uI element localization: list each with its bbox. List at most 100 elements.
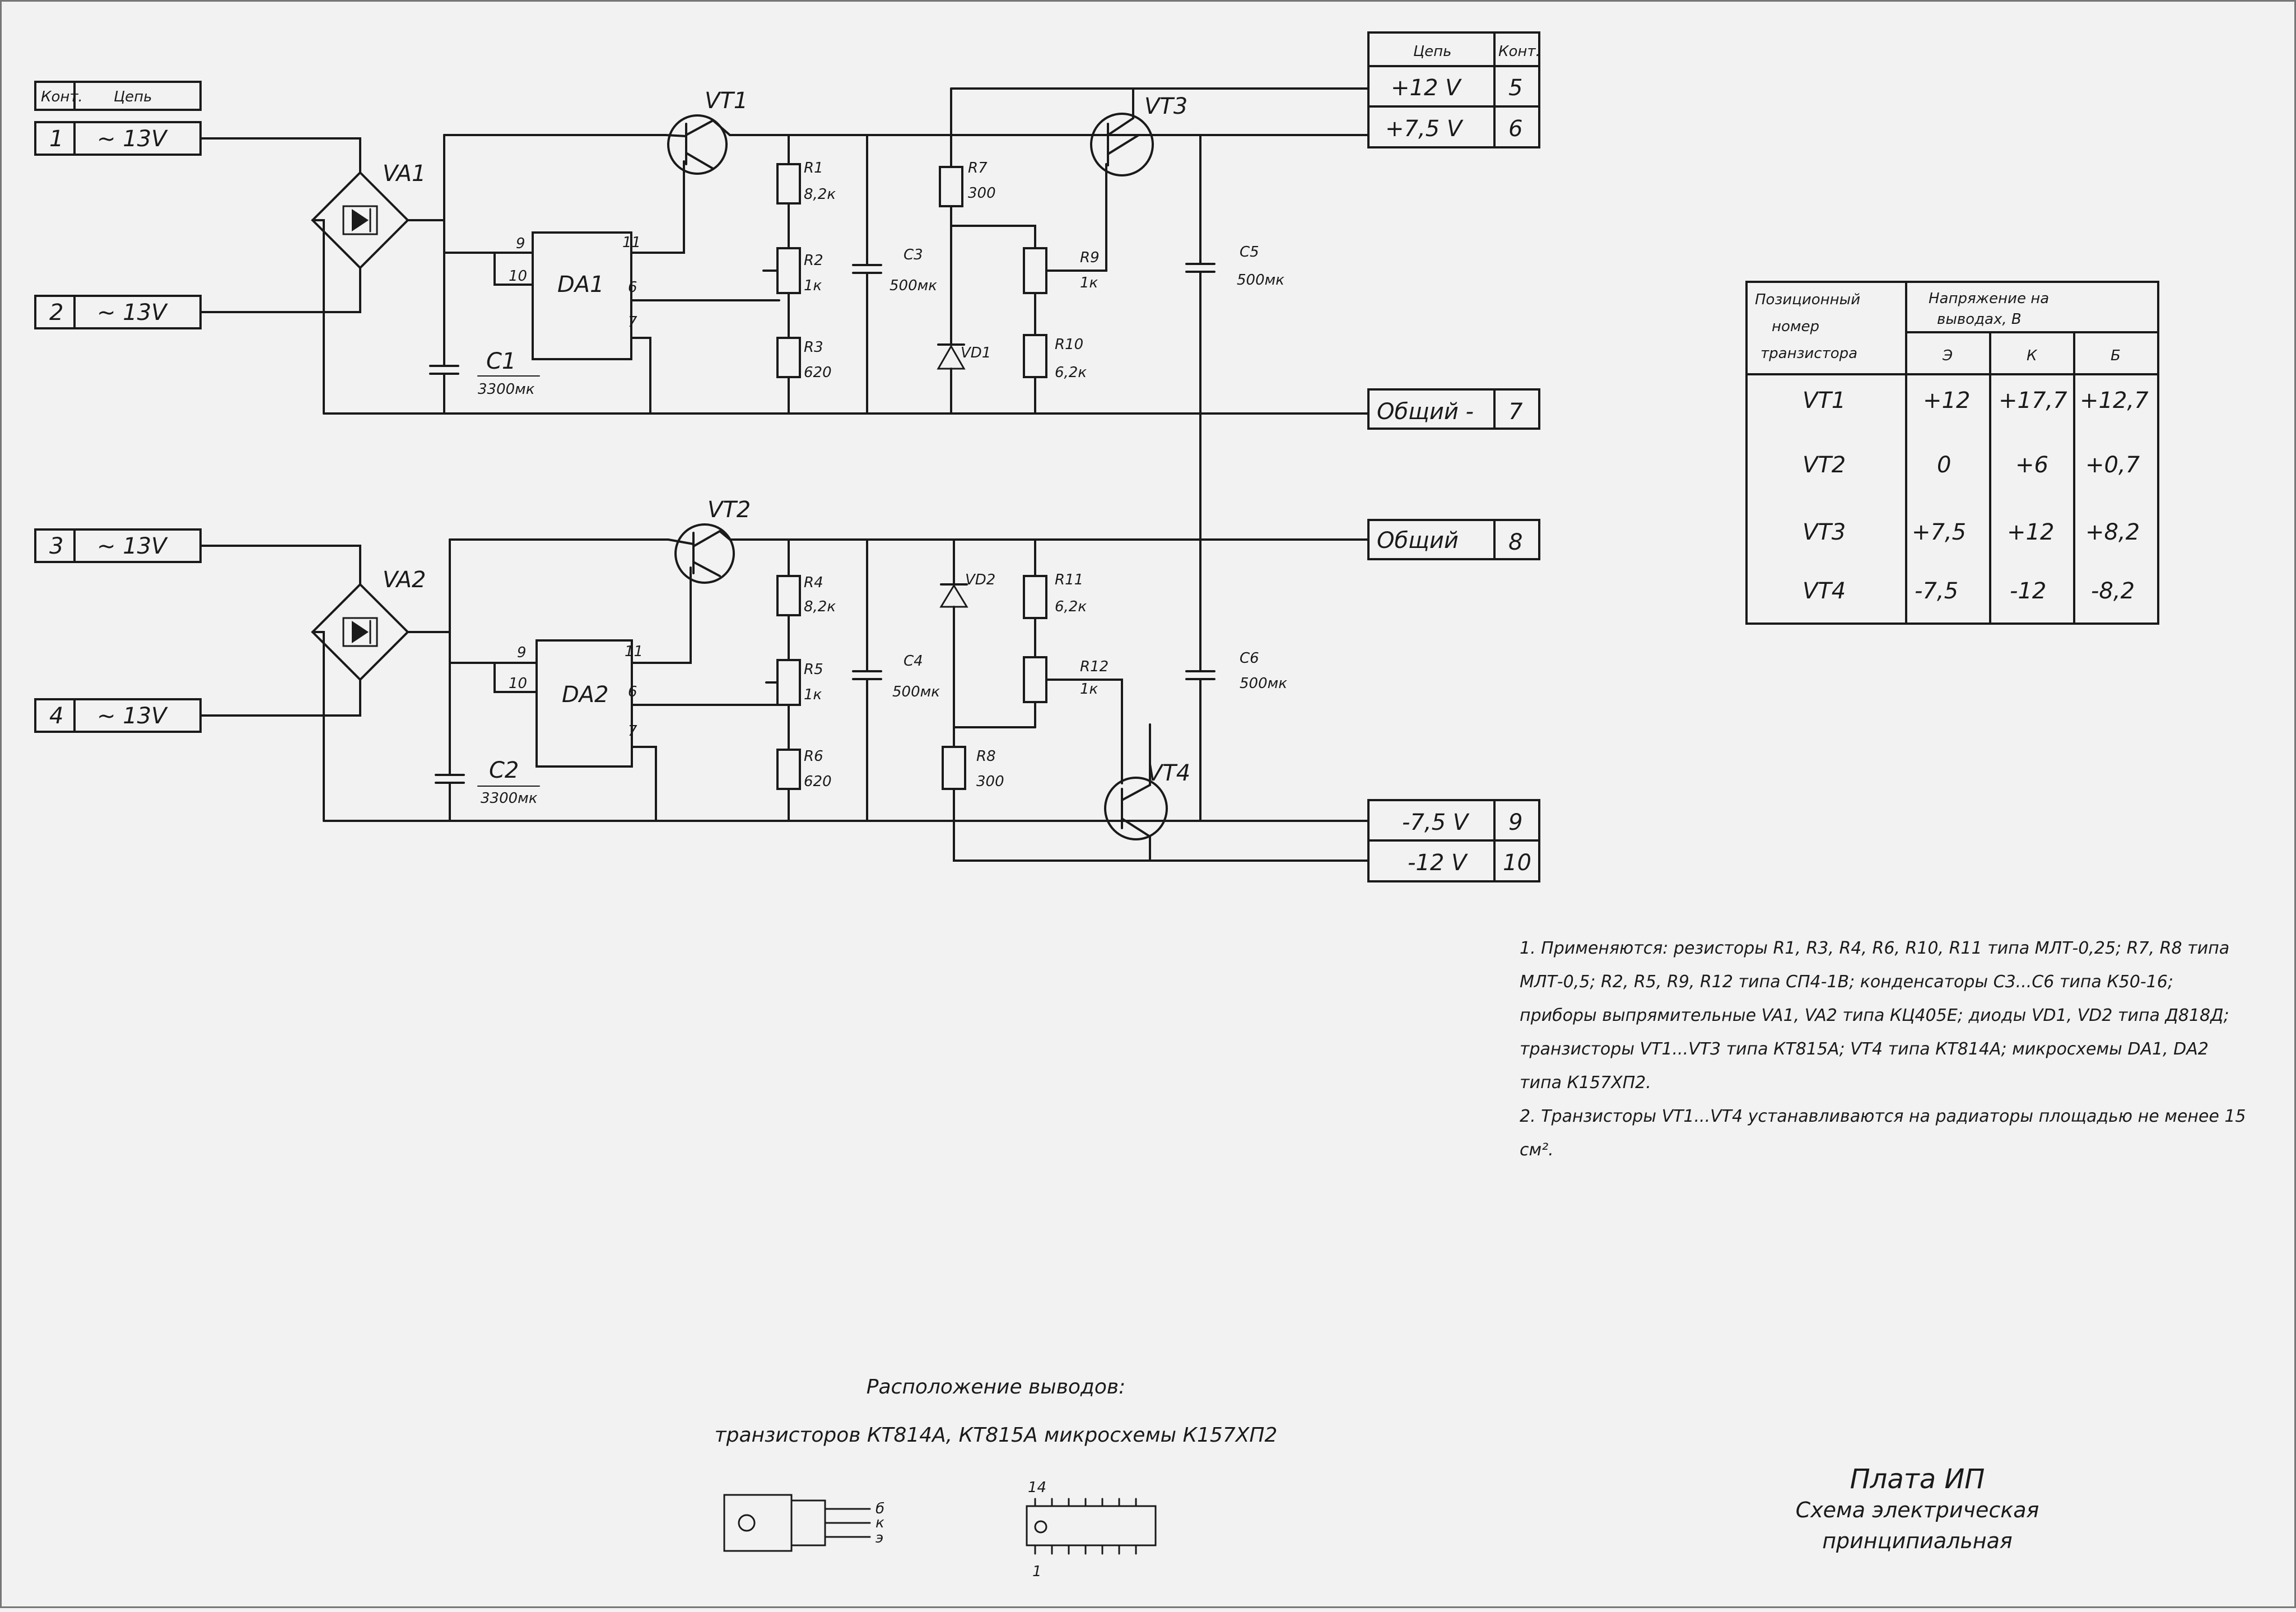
da2-pin6: 6: [628, 684, 637, 700]
vt-row3-b: +8,2: [2085, 519, 2140, 545]
ic-da1: [532, 231, 632, 360]
vt-row2-k: +6: [2015, 452, 2048, 478]
vt-row3-e: +7,5: [1912, 519, 1966, 545]
r11-value: 6,2к: [1055, 598, 1087, 615]
c5-value: 500мк: [1237, 272, 1284, 289]
pin-e-label: э: [875, 1530, 883, 1546]
transistor-vt3: [1090, 113, 1154, 176]
ic-pin1-label: 1: [1032, 1563, 1042, 1580]
da2-pin11: 11: [625, 643, 643, 660]
vt-sub-b: Б: [2111, 347, 2121, 364]
r7-value: 300: [968, 185, 996, 202]
r4-value: 8,2к: [804, 598, 836, 615]
r9-label: R9: [1080, 249, 1100, 266]
da1-label: DA1: [557, 272, 604, 298]
r2-value: 1к: [804, 277, 822, 294]
conn-5-num: 5: [1508, 75, 1522, 101]
lower-circuit: VA2 C2 3300мк DA2 9 10 11 6 7 VT2: [199, 497, 1370, 862]
pinout-sketches: б к э 14 1: [723, 1479, 1157, 1580]
vt-row2-name: VT2: [1803, 452, 1846, 478]
r6-value: 620: [804, 773, 832, 790]
pinout-title: Расположение выводов:: [866, 1376, 1126, 1399]
r1-label: R1: [804, 160, 823, 176]
pinout-caption: Расположение выводов: транзисторов КТ814…: [674, 1363, 1318, 1460]
vt-col1-a: Позиционный: [1755, 291, 1860, 308]
conn-5-circuit: +12 V: [1391, 75, 1462, 101]
vt-row1-k: +17,7: [1999, 388, 2067, 414]
zener-vd2: [939, 584, 968, 608]
vt-row4-name: VT4: [1803, 578, 1846, 604]
transistor-package: [723, 1494, 793, 1552]
da1-pin10: 10: [509, 268, 527, 285]
vt-sub-k: К: [2027, 347, 2038, 364]
r3-label: R3: [804, 339, 823, 356]
da2-pin9: 9: [517, 644, 527, 661]
ic-da2: [535, 639, 633, 768]
c2-value: 3300мк: [481, 790, 538, 807]
vt-sub-e: Э: [1942, 347, 1953, 364]
vd2-label: VD2: [965, 572, 995, 588]
r12-value: 1к: [1080, 681, 1098, 698]
r10-value: 6,2к: [1055, 364, 1087, 381]
vt-row1-e: +12: [1923, 388, 1970, 414]
vt-row2-b: +0,7: [2085, 452, 2140, 478]
vt1-label: VT1: [705, 88, 748, 114]
conn-7-num: 7: [1508, 399, 1523, 425]
left-header-cont: Конт.: [41, 89, 83, 105]
conn-6-circuit: +7,5 V: [1385, 116, 1464, 142]
note-1: 1. Применяются: резисторы R1, R3, R4, R6…: [1520, 939, 2230, 1093]
c1-label: C1: [486, 349, 516, 374]
vt-row1-name: VT1: [1803, 388, 1846, 414]
conn-4-num: 4: [49, 703, 63, 729]
right-header-cont: Конт.: [1498, 43, 1540, 60]
da1-pin7: 7: [628, 314, 637, 331]
da1-pin9: 9: [516, 235, 525, 252]
vt-row4-e: -7,5: [1915, 578, 1958, 604]
vd1-label: VD1: [961, 345, 991, 361]
c5-label: C5: [1240, 244, 1259, 261]
transistor-vt4: [1104, 777, 1168, 840]
stamp-line2: принципиальная: [1822, 1529, 2013, 1553]
bridge-va1: [311, 171, 409, 270]
conn-1-circuit: ~ 13V: [97, 126, 168, 152]
r3-value: 620: [804, 364, 832, 381]
notes-block: 1. Применяются: резисторы R1, R3, R4, R6…: [1520, 932, 2248, 1167]
da1-pin11: 11: [622, 234, 641, 251]
ic-package: [1026, 1505, 1157, 1546]
conn-3-num: 3: [49, 533, 63, 559]
voltage-table: Позиционный номер транзистора Напряжение…: [1745, 281, 2159, 625]
conn-2-circuit: ~ 13V: [97, 300, 168, 326]
right-header-circuit: Цепь: [1413, 43, 1452, 60]
c2-label: C2: [489, 758, 519, 783]
r10-label: R10: [1055, 336, 1083, 353]
vt-row4-b: -8,2: [2091, 578, 2135, 604]
c6-value: 500мк: [1240, 675, 1287, 692]
r5-value: 1к: [804, 686, 822, 703]
conn-2-num: 2: [49, 300, 63, 326]
da2-pin7: 7: [628, 723, 637, 740]
pin-k-label: к: [875, 1515, 884, 1531]
vt-row3-name: VT3: [1803, 519, 1846, 545]
r12-label: R12: [1080, 658, 1109, 675]
da1-pin6: 6: [628, 279, 637, 296]
r8-value: 300: [976, 773, 1004, 790]
vt-row2-e: 0: [1937, 452, 1951, 478]
c3-label: C3: [904, 247, 923, 263]
va1-label: VA1: [383, 161, 426, 187]
vt4-label: VT4: [1147, 760, 1190, 786]
conn-4-circuit: ~ 13V: [97, 703, 168, 729]
transistor-vt2: [674, 523, 735, 584]
conn-7-circuit: Общий -: [1377, 399, 1474, 425]
r11-label: R11: [1055, 572, 1083, 588]
left-header-circuit: Цепь: [114, 89, 152, 105]
r4-label: R4: [804, 574, 823, 591]
r9-value: 1к: [1080, 275, 1098, 291]
r2-label: R2: [804, 252, 823, 269]
r1-value: 8,2к: [804, 186, 836, 203]
vt-row4-k: -12: [2010, 578, 2046, 604]
stamp-title: Плата ИП: [1850, 1464, 1985, 1495]
r8-label: R8: [976, 748, 996, 765]
conn-8-circuit: Общий: [1377, 528, 1459, 554]
vt-col1-c: транзистора: [1761, 345, 1857, 362]
